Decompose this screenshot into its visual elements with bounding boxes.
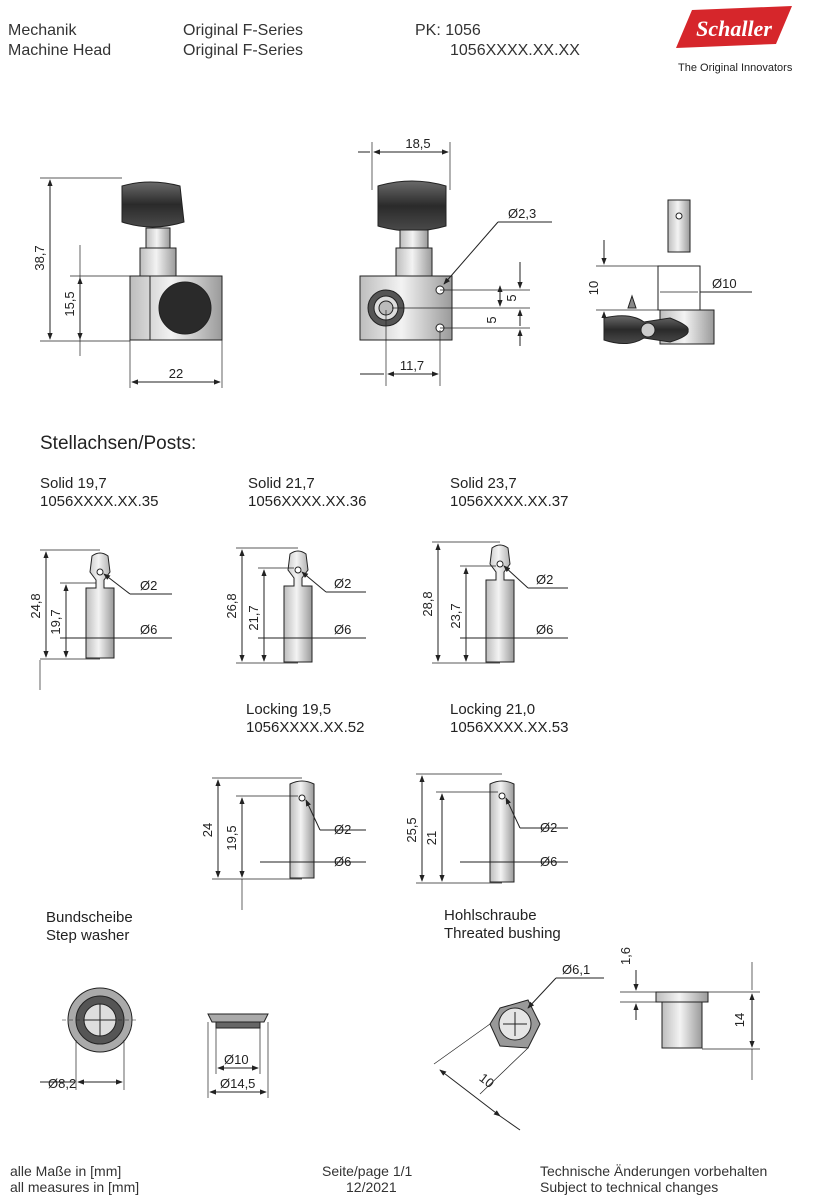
dim-post1-dia: Ø6	[140, 622, 157, 637]
post5-code: 1056XXXX.XX.53	[450, 719, 569, 736]
schaller-logo: Schaller	[672, 4, 796, 54]
dim-side-height: 10	[586, 281, 601, 295]
washer-title-en: Step washer	[46, 927, 130, 944]
post1-name: Solid 19,7	[40, 475, 107, 492]
dim-post2-dia: Ø6	[334, 622, 351, 637]
post1-code: 1056XXXX.XX.35	[40, 493, 159, 510]
dim-back-horizontal: 11,7	[400, 358, 424, 373]
header-pk: PK: 1056	[415, 22, 481, 39]
dim-post1-hole: Ø2	[140, 578, 157, 593]
dim-post2-hole: Ø2	[334, 576, 351, 591]
dim-bushing-hex: 10	[476, 1070, 497, 1091]
footer-units-en: all measures in [mm]	[10, 1179, 140, 1195]
dim-back-offset-top: 5	[504, 294, 519, 301]
header-mechanik: Mechanik	[8, 22, 77, 39]
dim-post5-total: 25,5	[404, 817, 419, 842]
footer-units-de: alle Maße in [mm]	[10, 1163, 122, 1179]
dim-post2-total: 26,8	[224, 593, 239, 618]
footer-notice-en: Subject to technical changes	[540, 1179, 719, 1195]
posts-section-title: Stellachsen/Posts:	[40, 433, 197, 454]
post-solid-19-7	[39, 549, 172, 690]
dim-post2-shaft: 21,7	[246, 605, 261, 630]
logo-tagline: The Original Innovators	[678, 62, 793, 74]
dim-washer-flange: Ø14,5	[220, 1076, 255, 1091]
dim-post1-shaft: 19,7	[48, 609, 63, 634]
dim-post3-hole: Ø2	[536, 572, 553, 587]
dim-bushing-head: 1,6	[618, 947, 633, 965]
dim-post4-dia: Ø6	[334, 854, 351, 869]
dim-front-height-total: 38,7	[32, 245, 47, 270]
dim-front-width: 22	[169, 366, 183, 381]
dim-back-width: 18,5	[405, 136, 430, 151]
dim-bushing-height: 14	[732, 1013, 747, 1027]
post3-code: 1056XXXX.XX.37	[450, 493, 569, 510]
dim-post3-total: 28,8	[420, 591, 435, 616]
post2-name: Solid 21,7	[248, 475, 315, 492]
dim-post5-shaft: 21	[424, 831, 439, 845]
header-series-de: Original F-Series	[183, 22, 304, 39]
dim-back-hole: Ø2,3	[508, 206, 536, 221]
dim-post3-dia: Ø6	[536, 622, 553, 637]
bushing-side	[620, 962, 760, 1080]
dim-bushing-dia: Ø6,1	[562, 962, 590, 977]
svg-text:Schaller: Schaller	[696, 16, 772, 41]
washer-title-de: Bundscheibe	[46, 909, 133, 926]
dim-side-diameter: Ø10	[712, 276, 737, 291]
post5-name: Locking 21,0	[450, 701, 536, 718]
footer-notice-de: Technische Änderungen vorbehalten	[540, 1163, 768, 1179]
front-view	[40, 177, 223, 388]
dim-back-offset-bottom: 5	[484, 316, 499, 323]
step-washer-top	[40, 987, 138, 1090]
post3-name: Solid 23,7	[450, 475, 517, 492]
dim-post3-shaft: 23,7	[448, 603, 463, 628]
dim-post1-total: 24,8	[28, 593, 43, 618]
post2-code: 1056XXXX.XX.36	[248, 493, 367, 510]
back-view	[358, 142, 552, 386]
bushing-title-en: Threated bushing	[444, 925, 561, 942]
side-view	[596, 199, 752, 345]
post4-name: Locking 19,5	[246, 701, 332, 718]
post-solid-23-7	[432, 541, 568, 664]
dim-post4-shaft: 19,5	[224, 825, 239, 850]
dim-post4-hole: Ø2	[334, 822, 351, 837]
post-locking-21-0	[416, 773, 568, 884]
dim-washer-outer: Ø8,2	[48, 1076, 76, 1091]
dim-washer-inner: Ø10	[224, 1052, 249, 1067]
header-part-code: 1056XXXX.XX.XX	[450, 42, 580, 59]
footer-date: 12/2021	[346, 1179, 397, 1195]
post-solid-21-7	[236, 547, 366, 664]
dim-post5-hole: Ø2	[540, 820, 557, 835]
footer-page: Seite/page 1/1	[322, 1163, 413, 1179]
post4-code: 1056XXXX.XX.52	[246, 719, 365, 736]
dim-post5-dia: Ø6	[540, 854, 557, 869]
step-washer-side	[207, 1013, 269, 1098]
post-locking-19-5	[212, 777, 366, 910]
dim-front-height-plate: 15,5	[62, 291, 77, 316]
header-series-en: Original F-Series	[183, 42, 304, 59]
dim-post4-total: 24	[200, 823, 215, 837]
bushing-title-de: Hohlschraube	[444, 907, 537, 924]
bushing-top	[433, 977, 604, 1131]
header-machine-head: Machine Head	[8, 42, 112, 59]
